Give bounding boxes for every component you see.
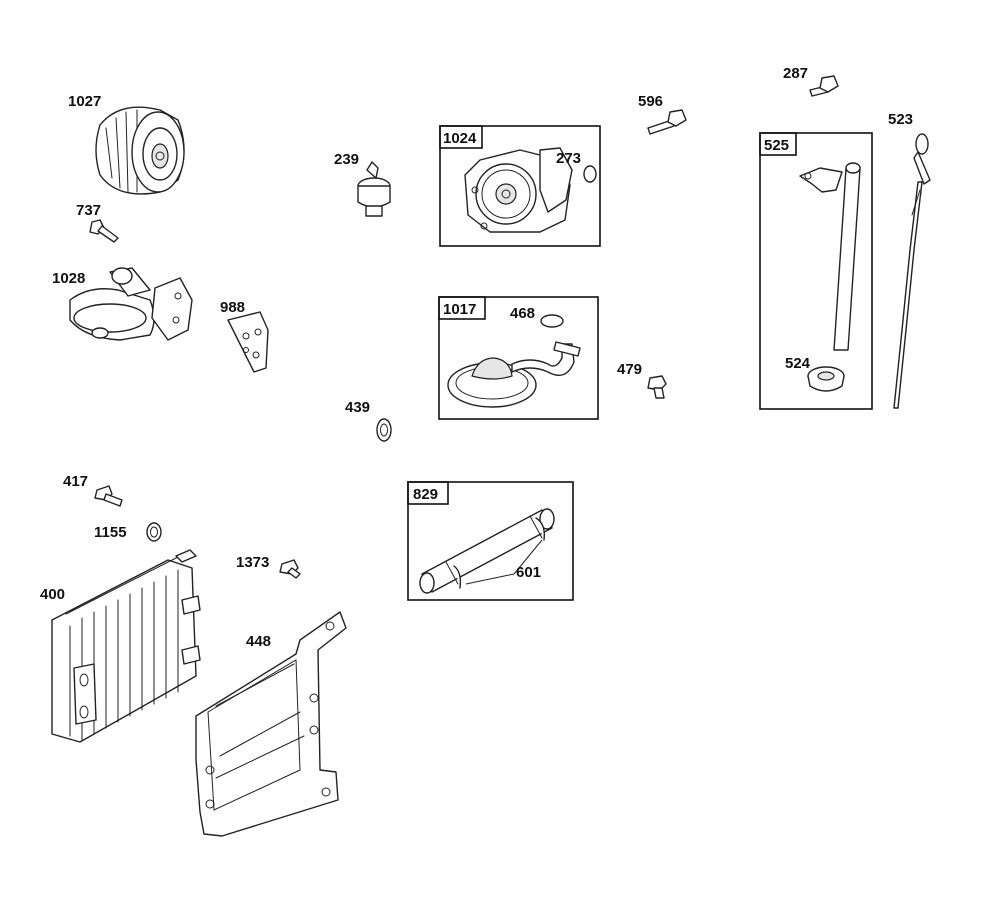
label-468: 468	[510, 305, 535, 322]
box-829	[407, 481, 574, 601]
o-ring-273[interactable]	[583, 165, 597, 183]
bolt-479[interactable]	[647, 375, 667, 399]
bolt-1373[interactable]	[279, 559, 301, 579]
leader-601	[465, 539, 543, 585]
label-1027: 1027	[68, 93, 101, 110]
label-448: 448	[246, 633, 271, 650]
label-273: 273	[556, 150, 581, 167]
box-525	[759, 132, 873, 410]
box-525-tag	[759, 132, 797, 156]
label-1373: 1373	[236, 554, 269, 571]
label-1028: 1028	[52, 270, 85, 287]
label-988: 988	[220, 299, 245, 316]
pressure-switch-239[interactable]	[357, 161, 391, 217]
label-417: 417	[63, 473, 88, 490]
o-ring-468[interactable]	[540, 314, 564, 328]
washer-1155[interactable]	[146, 522, 162, 542]
box-829-tag	[407, 481, 449, 505]
dipstick-tube-525[interactable]	[799, 162, 861, 351]
label-287: 287	[783, 65, 808, 82]
label-1024: 1024	[443, 130, 477, 147]
oil-filter-1027[interactable]	[95, 106, 185, 195]
hose-829[interactable]	[419, 508, 555, 594]
bolt-287[interactable]	[809, 75, 839, 97]
label-1155: 1155	[94, 524, 127, 541]
label-439: 439	[345, 399, 370, 416]
label-239: 239	[334, 151, 359, 168]
bracket-448[interactable]	[195, 611, 347, 837]
washer-439[interactable]	[376, 418, 392, 442]
label-1017: 1017	[443, 301, 476, 318]
label-596: 596	[638, 93, 663, 110]
label-479: 479	[617, 361, 642, 378]
label-524: 524	[785, 355, 811, 372]
box-1024	[439, 125, 601, 247]
bolt-596[interactable]	[647, 109, 687, 135]
label-400: 400	[40, 586, 65, 603]
oil-pump-1024[interactable]	[464, 147, 573, 233]
oil-cooler-400[interactable]	[51, 549, 201, 743]
gasket-988[interactable]	[227, 311, 269, 373]
box-1024-tag	[439, 125, 483, 149]
clamp-601[interactable]	[453, 517, 546, 589]
label-601: 601	[516, 564, 541, 581]
bolt-417[interactable]	[94, 485, 123, 507]
filter-adapter-1028[interactable]	[69, 267, 193, 341]
grommet-524[interactable]	[807, 366, 845, 392]
label-829: 829	[413, 486, 438, 503]
oil-pickup-1017[interactable]	[447, 341, 581, 408]
bolt-737[interactable]	[89, 219, 119, 243]
dipstick-523[interactable]	[893, 133, 931, 409]
label-523: 523	[888, 111, 913, 128]
box-1017-tag	[438, 296, 486, 320]
label-737: 737	[76, 202, 101, 219]
label-525: 525	[764, 137, 789, 154]
box-1017	[438, 296, 599, 420]
